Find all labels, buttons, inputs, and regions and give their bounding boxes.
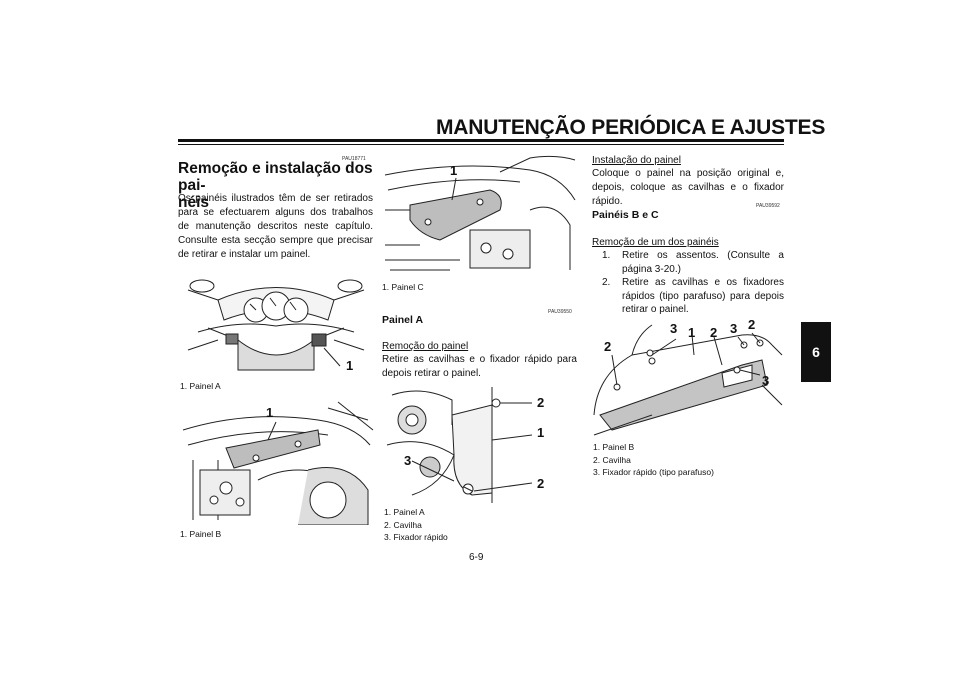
section-heading-line2: néis xyxy=(178,194,210,211)
callout-1: 1 xyxy=(346,358,353,373)
step-number: 1. xyxy=(602,250,611,261)
callout-2: 2 xyxy=(710,325,717,340)
chapter-tab[interactable]: 6 xyxy=(801,322,831,382)
section-code: PAU18771 xyxy=(342,156,366,162)
caption-item: 1. Painel A xyxy=(384,507,425,517)
callout-3: 3 xyxy=(670,321,677,336)
callout-3: 3 xyxy=(730,321,737,336)
figure-panel-a-side: 2 1 3 2 xyxy=(382,385,576,503)
page-title: MANUTENÇÃO PERIÓDICA E AJUSTES xyxy=(436,116,826,139)
figure-caption: 1. Painel A xyxy=(180,381,221,391)
callout-2: 2 xyxy=(748,317,755,332)
step-item: 1. Retire os assentos. (Consulte a págin… xyxy=(602,249,784,276)
callout-1: 1 xyxy=(688,325,695,340)
step-list: 1. Retire os assentos. (Consulte a págin… xyxy=(602,249,784,317)
procedure-text: Coloque o painel na posição original e, … xyxy=(592,168,784,207)
procedure-heading: Remoção de um dos painéis xyxy=(592,237,719,248)
procedure-heading: Remoção do painel xyxy=(382,341,469,352)
callout-1: 1 xyxy=(537,425,544,440)
callout-2: 2 xyxy=(537,395,544,410)
step-item: 2. Retire as cavilhas e os fixadores ráp… xyxy=(602,276,784,317)
caption-item: 3. Fixador rápido xyxy=(384,532,448,542)
section-code: PAU39550 xyxy=(548,309,572,315)
figure-panel-c: 1 xyxy=(380,150,576,275)
section-code: PAU39592 xyxy=(756,203,780,209)
header-rule-thin xyxy=(178,144,784,145)
section-heading: Remoção e instalação dos pai- néis xyxy=(178,160,376,211)
callout-2: 2 xyxy=(537,476,544,491)
figure-caption: 1. Painel A 2. Cavilha 3. Fixador rápido xyxy=(384,506,448,544)
caption-item: 1. Painel B xyxy=(593,442,635,452)
step-text: Retire os assentos. (Consulte a página 3… xyxy=(622,250,784,275)
callout-3: 3 xyxy=(404,453,411,468)
procedure-heading: Instalação do painel xyxy=(592,155,681,166)
step-number: 2. xyxy=(602,277,611,288)
caption-item: 3. Fixador rápido (tipo parafuso) xyxy=(593,467,714,477)
figure-panel-a-handlebar: 1 xyxy=(178,270,374,376)
intro-paragraph: Os painéis ilustrados têm de ser retirad… xyxy=(178,193,373,260)
page-number: 6-9 xyxy=(469,552,484,563)
caption-item: 2. Cavilha xyxy=(593,454,631,465)
callout-3: 3 xyxy=(762,373,769,388)
figure-panel-b-bolts: 3 1 2 3 2 2 3 xyxy=(592,315,784,439)
procedure-text: Retire as cavilhas e o fixador rápido pa… xyxy=(382,354,577,379)
callout-1: 1 xyxy=(450,163,457,178)
figure-panel-b: 1 xyxy=(178,400,374,525)
callout-2: 2 xyxy=(604,339,611,354)
step-text: Retire as cavilhas e os fixadores rápido… xyxy=(622,277,784,315)
callout-1: 1 xyxy=(266,405,273,420)
header-rule xyxy=(178,139,784,142)
caption-item: 2. Cavilha xyxy=(384,519,422,530)
figure-caption: 1. Painel B xyxy=(180,529,222,539)
subsection-heading: Painéis B e C xyxy=(592,209,659,221)
subsection-heading: Painel A xyxy=(382,314,424,326)
section-heading-line1: Remoção e instalação dos pai- xyxy=(178,160,373,194)
figure-caption: 1. Painel C xyxy=(382,282,424,292)
figure-caption: 1. Painel B 2. Cavilha 3. Fixador rápido… xyxy=(593,441,714,479)
